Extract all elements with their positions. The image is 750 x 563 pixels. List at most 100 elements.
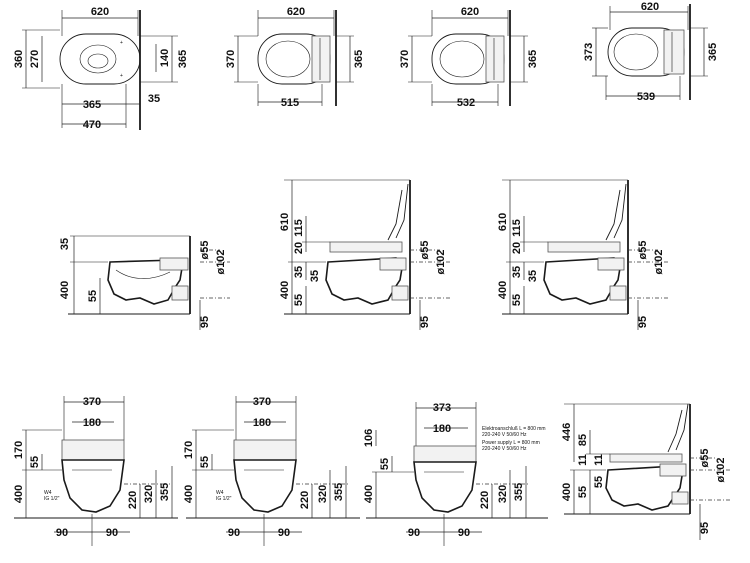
front3-b2: 90 <box>458 527 470 539</box>
front3-elec-3: Power supply L = 800 mm <box>482 440 540 446</box>
front1-v3: 355 <box>159 483 171 501</box>
top3-bottom-1: 532 <box>457 97 475 109</box>
front3-v3: 355 <box>513 483 525 501</box>
front2-v1: 220 <box>299 491 311 509</box>
side3-h3: 20 <box>511 242 523 254</box>
side4-height: 400 <box>561 483 573 501</box>
side3-height: 400 <box>497 281 509 299</box>
front2-b2: 90 <box>278 527 290 539</box>
svg-text:+: + <box>120 40 123 46</box>
front-view-1: 370 180 170 55 400 W4 IG 1/2" 220 320 35… <box>13 396 178 546</box>
front2-height: 400 <box>183 485 195 503</box>
side1-low: 55 <box>87 290 99 302</box>
front1-width-2: 180 <box>83 417 101 429</box>
side1-top: 35 <box>59 238 71 250</box>
side2-h2: 115 <box>293 219 305 237</box>
front2-note-1: W4 <box>216 490 224 496</box>
top4-bottom-1: 539 <box>637 91 655 103</box>
side4-pipe-1: ø55 <box>699 449 711 468</box>
side1-height: 400 <box>59 281 71 299</box>
top2-width: 620 <box>287 6 305 18</box>
front3-width-2: 180 <box>433 423 451 435</box>
side3-pipe-1: ø55 <box>637 241 649 260</box>
side2-pipe-2: ø102 <box>435 249 447 274</box>
side1-bottom: 95 <box>199 316 211 328</box>
front3-h1: 106 <box>363 429 375 447</box>
front3-height: 400 <box>363 485 375 503</box>
front1-h1: 170 <box>13 441 25 459</box>
side3-h4: 35 <box>511 266 523 278</box>
side2-h4: 35 <box>293 266 305 278</box>
side2-low2: 35 <box>309 270 321 282</box>
top3-right-1: 365 <box>527 50 539 68</box>
side4-h4: 11 <box>593 454 605 466</box>
front3-width: 373 <box>433 402 451 414</box>
front3-v1: 220 <box>479 491 491 509</box>
front-view-3: 373 180 Elektroanschluß L = 800 mm 220-2… <box>363 402 548 546</box>
top2-left-1: 370 <box>225 50 237 68</box>
front1-note-2: IG 1/2" <box>44 496 60 502</box>
top1-bottom-3: 470 <box>83 119 101 131</box>
top4-right-1: 365 <box>707 43 719 61</box>
side4-low2: 55 <box>593 476 605 488</box>
top1-left-1: 360 <box>13 50 25 68</box>
side3-pipe-2: ø102 <box>653 249 665 274</box>
front3-h2: 55 <box>379 458 391 470</box>
side2-h3: 20 <box>293 242 305 254</box>
front1-b1: 90 <box>56 527 68 539</box>
front1-width: 370 <box>83 396 101 408</box>
top-view-1: 620 ++ 360 270 140 365 365 35 470 <box>13 6 189 131</box>
side1-pipe-2: ø102 <box>215 249 227 274</box>
front2-width-2: 180 <box>253 417 271 429</box>
top-view-4: 620 373 365 539 <box>583 1 719 103</box>
side2-bottom: 95 <box>419 316 431 328</box>
top3-left-1: 370 <box>399 50 411 68</box>
front2-h1: 170 <box>183 441 195 459</box>
top4-width: 620 <box>641 1 659 13</box>
side2-h1: 610 <box>279 213 291 231</box>
side1-pipe-1: ø55 <box>199 241 211 260</box>
front3-elec-4: 220-240 V 50/60 Hz <box>482 446 527 452</box>
front2-b1: 90 <box>228 527 240 539</box>
side3-h1: 610 <box>497 213 509 231</box>
top1-width: 620 <box>91 6 109 18</box>
side-view-4: 446 85 11 11 400 55 55 ø55 ø102 95 <box>561 403 730 540</box>
side2-low: 55 <box>293 294 305 306</box>
side3-low2: 35 <box>527 270 539 282</box>
top2-bottom-1: 515 <box>281 97 299 109</box>
side4-bottom: 95 <box>699 522 711 534</box>
front1-v2: 320 <box>143 485 155 503</box>
svg-text:+: + <box>120 73 123 79</box>
top4-left-1: 373 <box>583 43 595 61</box>
top3-width: 620 <box>461 6 479 18</box>
side4-h2: 85 <box>577 434 589 446</box>
front2-v3: 355 <box>333 483 345 501</box>
front1-height: 400 <box>13 485 25 503</box>
side4-h1: 446 <box>561 423 573 441</box>
front2-v2: 320 <box>317 485 329 503</box>
front3-b1: 90 <box>408 527 420 539</box>
side-view-1: 35 400 55 ø55 ø102 95 <box>59 235 230 330</box>
top2-right-1: 365 <box>353 50 365 68</box>
front3-elec-1: Elektroanschluß L = 800 mm <box>482 426 546 432</box>
front2-width: 370 <box>253 396 271 408</box>
front-view-2: 370 180 170 55 400 W4 IG 1/2" 220 320 35… <box>183 396 360 546</box>
side3-h2: 115 <box>511 219 523 237</box>
side-view-2: 610 115 20 35 400 55 35 ø55 ø102 95 <box>279 179 450 330</box>
front1-b2: 90 <box>106 527 118 539</box>
front2-h2: 55 <box>199 456 211 468</box>
top1-bottom-1: 365 <box>83 99 101 111</box>
side4-low: 55 <box>577 486 589 498</box>
front1-v1: 220 <box>127 491 139 509</box>
front3-v2: 320 <box>497 485 509 503</box>
top-view-2: 620 370 365 515 <box>225 6 365 109</box>
side3-bottom: 95 <box>637 316 649 328</box>
front2-note-2: IG 1/2" <box>216 496 232 502</box>
side4-h3: 11 <box>577 454 589 466</box>
front1-note-1: W4 <box>44 490 52 496</box>
top1-bottom-2: 35 <box>148 93 160 105</box>
top-view-3: 620 370 365 532 <box>399 6 539 109</box>
front3-elec-2: 220-240 V 50/60 Hz <box>482 432 527 438</box>
